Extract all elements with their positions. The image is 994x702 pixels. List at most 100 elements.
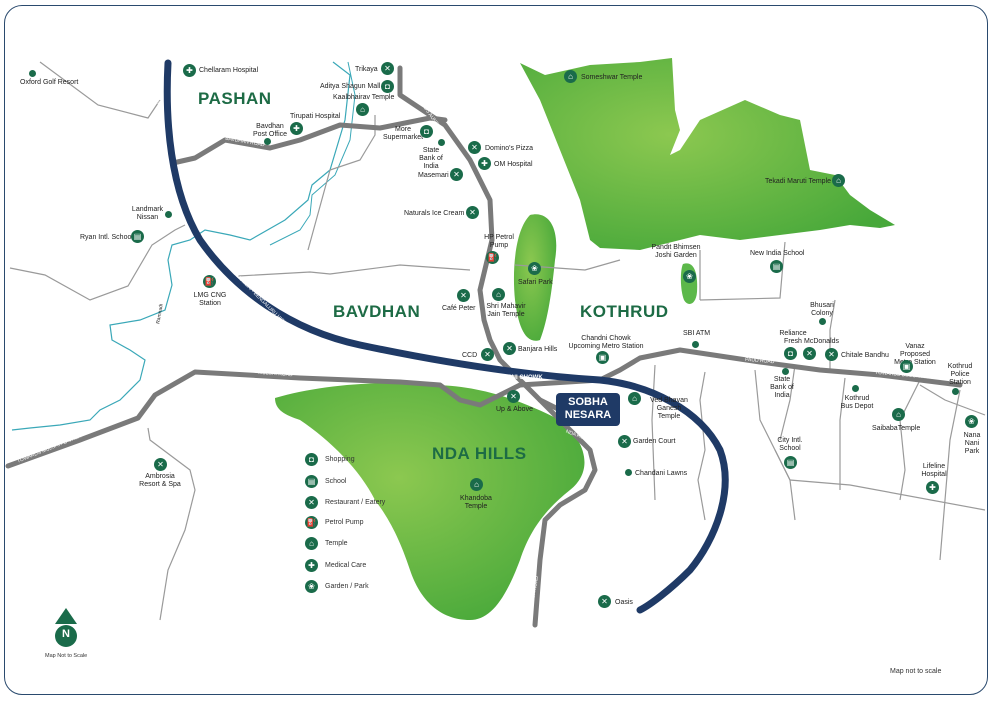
area-label-kothrud: KOTHRUD — [580, 302, 669, 321]
place-dot[interactable] — [952, 388, 959, 395]
temple-icon[interactable]: ⌂ — [470, 478, 483, 491]
place-dot[interactable] — [819, 318, 826, 325]
shopping-icon: ◘ — [305, 452, 318, 466]
river-2 — [269, 61, 356, 246]
garden-icon: ❀ — [305, 579, 318, 593]
place-label: Vanaz Proposed Metro Station — [894, 343, 936, 366]
place-dot[interactable] — [438, 139, 445, 146]
temple-icon[interactable]: ⌂ — [628, 392, 641, 405]
hills-north-green — [520, 58, 895, 250]
shopping-icon[interactable]: ◘ — [381, 80, 394, 93]
restaurant-icon[interactable]: ✕ — [598, 595, 611, 608]
area-label-pashan: PASHAN — [198, 89, 272, 108]
restaurant-icon[interactable]: ✕ — [468, 141, 481, 154]
place-label: SBI ATM — [683, 330, 711, 337]
project-marker-sobha-nesara[interactable]: SOBHA NESARA — [556, 393, 620, 426]
restaurant-icon[interactable]: ✕ — [481, 348, 494, 361]
petrol-pump-icon[interactable]: ⛽ — [203, 275, 216, 288]
place-label: OM Hospital — [494, 161, 533, 168]
temple-icon[interactable]: ⌂ — [832, 174, 845, 187]
place-label: Someshwar Temple — [581, 74, 643, 81]
school-icon[interactable]: ▤ — [131, 230, 144, 243]
place-label: Reliance Fresh — [779, 330, 807, 345]
place-label: Tirupati Hospital — [290, 113, 341, 120]
legend-item-temple: ⌂Temple — [305, 536, 348, 550]
metro-icon[interactable]: ▣ — [900, 360, 913, 373]
garden-icon[interactable]: ❀ — [683, 270, 696, 283]
place-label: Chitale Bandhu — [841, 352, 889, 359]
river-1 — [11, 61, 351, 431]
place-dot[interactable] — [264, 138, 271, 145]
garden-icon[interactable]: ❀ — [965, 415, 978, 428]
place-label: Lifeline Hospital — [921, 463, 947, 478]
place-label: Banjara Hills — [518, 346, 558, 353]
place-label: CCD — [462, 352, 478, 359]
place-label: More Supermarket — [383, 126, 424, 141]
place-label: Bavdhan Post Office — [252, 123, 288, 138]
place-dot[interactable] — [852, 385, 859, 392]
petrol-pump-icon: ⛽ — [305, 515, 318, 529]
restaurant-icon[interactable]: ✕ — [803, 347, 816, 360]
nda-hills-green — [275, 383, 585, 620]
safari-park-green — [513, 214, 557, 341]
north-arrow: N — [51, 608, 81, 657]
medical-icon[interactable]: ✚ — [290, 122, 303, 135]
restaurant-icon[interactable]: ✕ — [154, 458, 167, 471]
place-label: Chandani Lawns — [635, 470, 688, 477]
restaurant-icon: ✕ — [305, 495, 318, 509]
place-label: LMG CNG Station — [193, 292, 227, 307]
shopping-icon[interactable]: ◘ — [420, 125, 433, 138]
place-label: Kaalbhairav Temple — [333, 94, 395, 101]
project-name-line2: NESARA — [564, 409, 612, 421]
school-icon[interactable]: ▤ — [770, 260, 783, 273]
temple-icon[interactable]: ⌂ — [492, 288, 505, 301]
metro-icon[interactable]: ▣ — [596, 351, 609, 364]
project-name-line1: SOBHA — [568, 396, 608, 408]
shopping-icon[interactable]: ◘ — [784, 347, 797, 360]
restaurant-icon[interactable]: ✕ — [450, 168, 463, 181]
school-icon[interactable]: ▤ — [784, 456, 797, 469]
restaurant-icon[interactable]: ✕ — [507, 390, 520, 403]
place-dot[interactable] — [692, 341, 699, 348]
garden-icon[interactable]: ❀ — [528, 262, 541, 275]
restaurant-icon[interactable]: ✕ — [825, 348, 838, 361]
temple-icon[interactable]: ⌂ — [564, 70, 577, 83]
place-label: HP Petrol Pump — [484, 234, 514, 249]
place-label: New India School — [750, 250, 805, 257]
north-arrow-icon — [55, 608, 77, 647]
mumbai-bengaluru-highway — [163, 59, 729, 614]
place-dot[interactable] — [165, 211, 172, 218]
restaurant-icon[interactable]: ✕ — [503, 342, 516, 355]
place-label: Tekadi Maruti Temple — [765, 178, 832, 185]
scale-note: Map not to scale — [890, 668, 942, 675]
restaurant-icon[interactable]: ✕ — [466, 206, 479, 219]
legend-item-school: ▤School — [305, 474, 346, 488]
medical-icon[interactable]: ✚ — [183, 64, 196, 77]
restaurant-icon[interactable]: ✕ — [381, 62, 394, 75]
place-dot[interactable] — [29, 70, 36, 77]
place-label: Safari Park — [518, 279, 553, 286]
area-label-nda-hills: NDA HILLS — [432, 444, 527, 463]
north-label: N — [62, 628, 70, 640]
place-label: Ryan Intl. School — [80, 234, 133, 241]
temple-icon[interactable]: ⌂ — [892, 408, 905, 421]
petrol-pump-icon[interactable]: ⛽ — [486, 251, 499, 264]
legend-item-restaurant: ✕Restaurant / Eatery — [305, 495, 385, 509]
restaurant-icon[interactable]: ✕ — [618, 435, 631, 448]
restaurant-icon[interactable]: ✕ — [457, 289, 470, 302]
temple-icon[interactable]: ⌂ — [356, 103, 369, 116]
place-dot[interactable] — [782, 368, 789, 375]
place-label: Oxford Golf Resort — [20, 79, 79, 86]
medical-icon[interactable]: ✚ — [926, 481, 939, 494]
legend-item-shopping: ◘Shopping — [305, 452, 355, 466]
road-label-chandni-chowk: CHANDNI CHOWK — [490, 375, 543, 381]
legend-item-petrol-pump: ⛽Petrol Pump — [305, 515, 364, 529]
road-label-baner-hinjawadi: TO BANER / HINJAWADI — [155, 85, 162, 143]
place-label: Trikaya — [355, 66, 378, 73]
place-label: Aditya Shagun Mall — [320, 83, 381, 90]
place-label: City Intl. School — [777, 437, 803, 452]
medical-icon[interactable]: ✚ — [478, 157, 491, 170]
place-label: State Bank of India — [770, 376, 794, 399]
place-dot[interactable] — [625, 469, 632, 476]
